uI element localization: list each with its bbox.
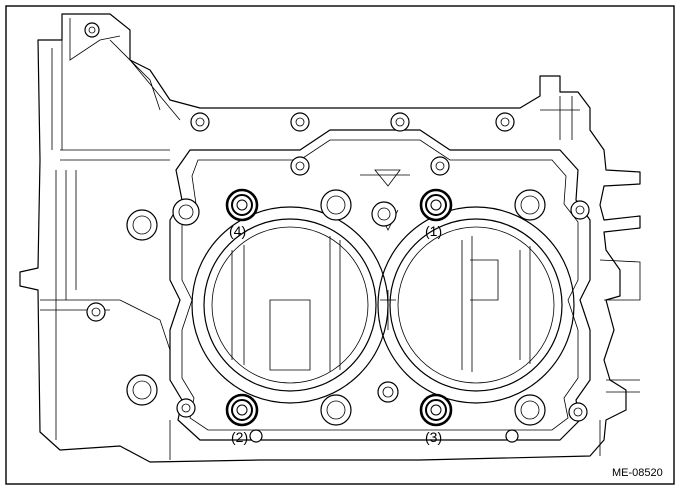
target-bolt-2	[225, 393, 259, 427]
callout-label-1: (1)	[425, 223, 442, 239]
bolt-holes	[84, 22, 590, 443]
cylinder-bore-right	[377, 206, 575, 404]
block-body	[19, 13, 641, 463]
callout-label-3: (3)	[425, 429, 442, 445]
figure-code: ME-08520	[612, 467, 663, 479]
target-bolt-3	[419, 393, 453, 427]
deck-surface	[169, 129, 591, 441]
callout-label-4: (4)	[229, 223, 246, 239]
target-bolt-4	[225, 188, 259, 222]
figure-frame	[5, 5, 675, 485]
target-bolt-1	[419, 188, 453, 222]
cylinder-bore-left	[191, 206, 389, 404]
callout-label-2: (2)	[231, 429, 248, 445]
